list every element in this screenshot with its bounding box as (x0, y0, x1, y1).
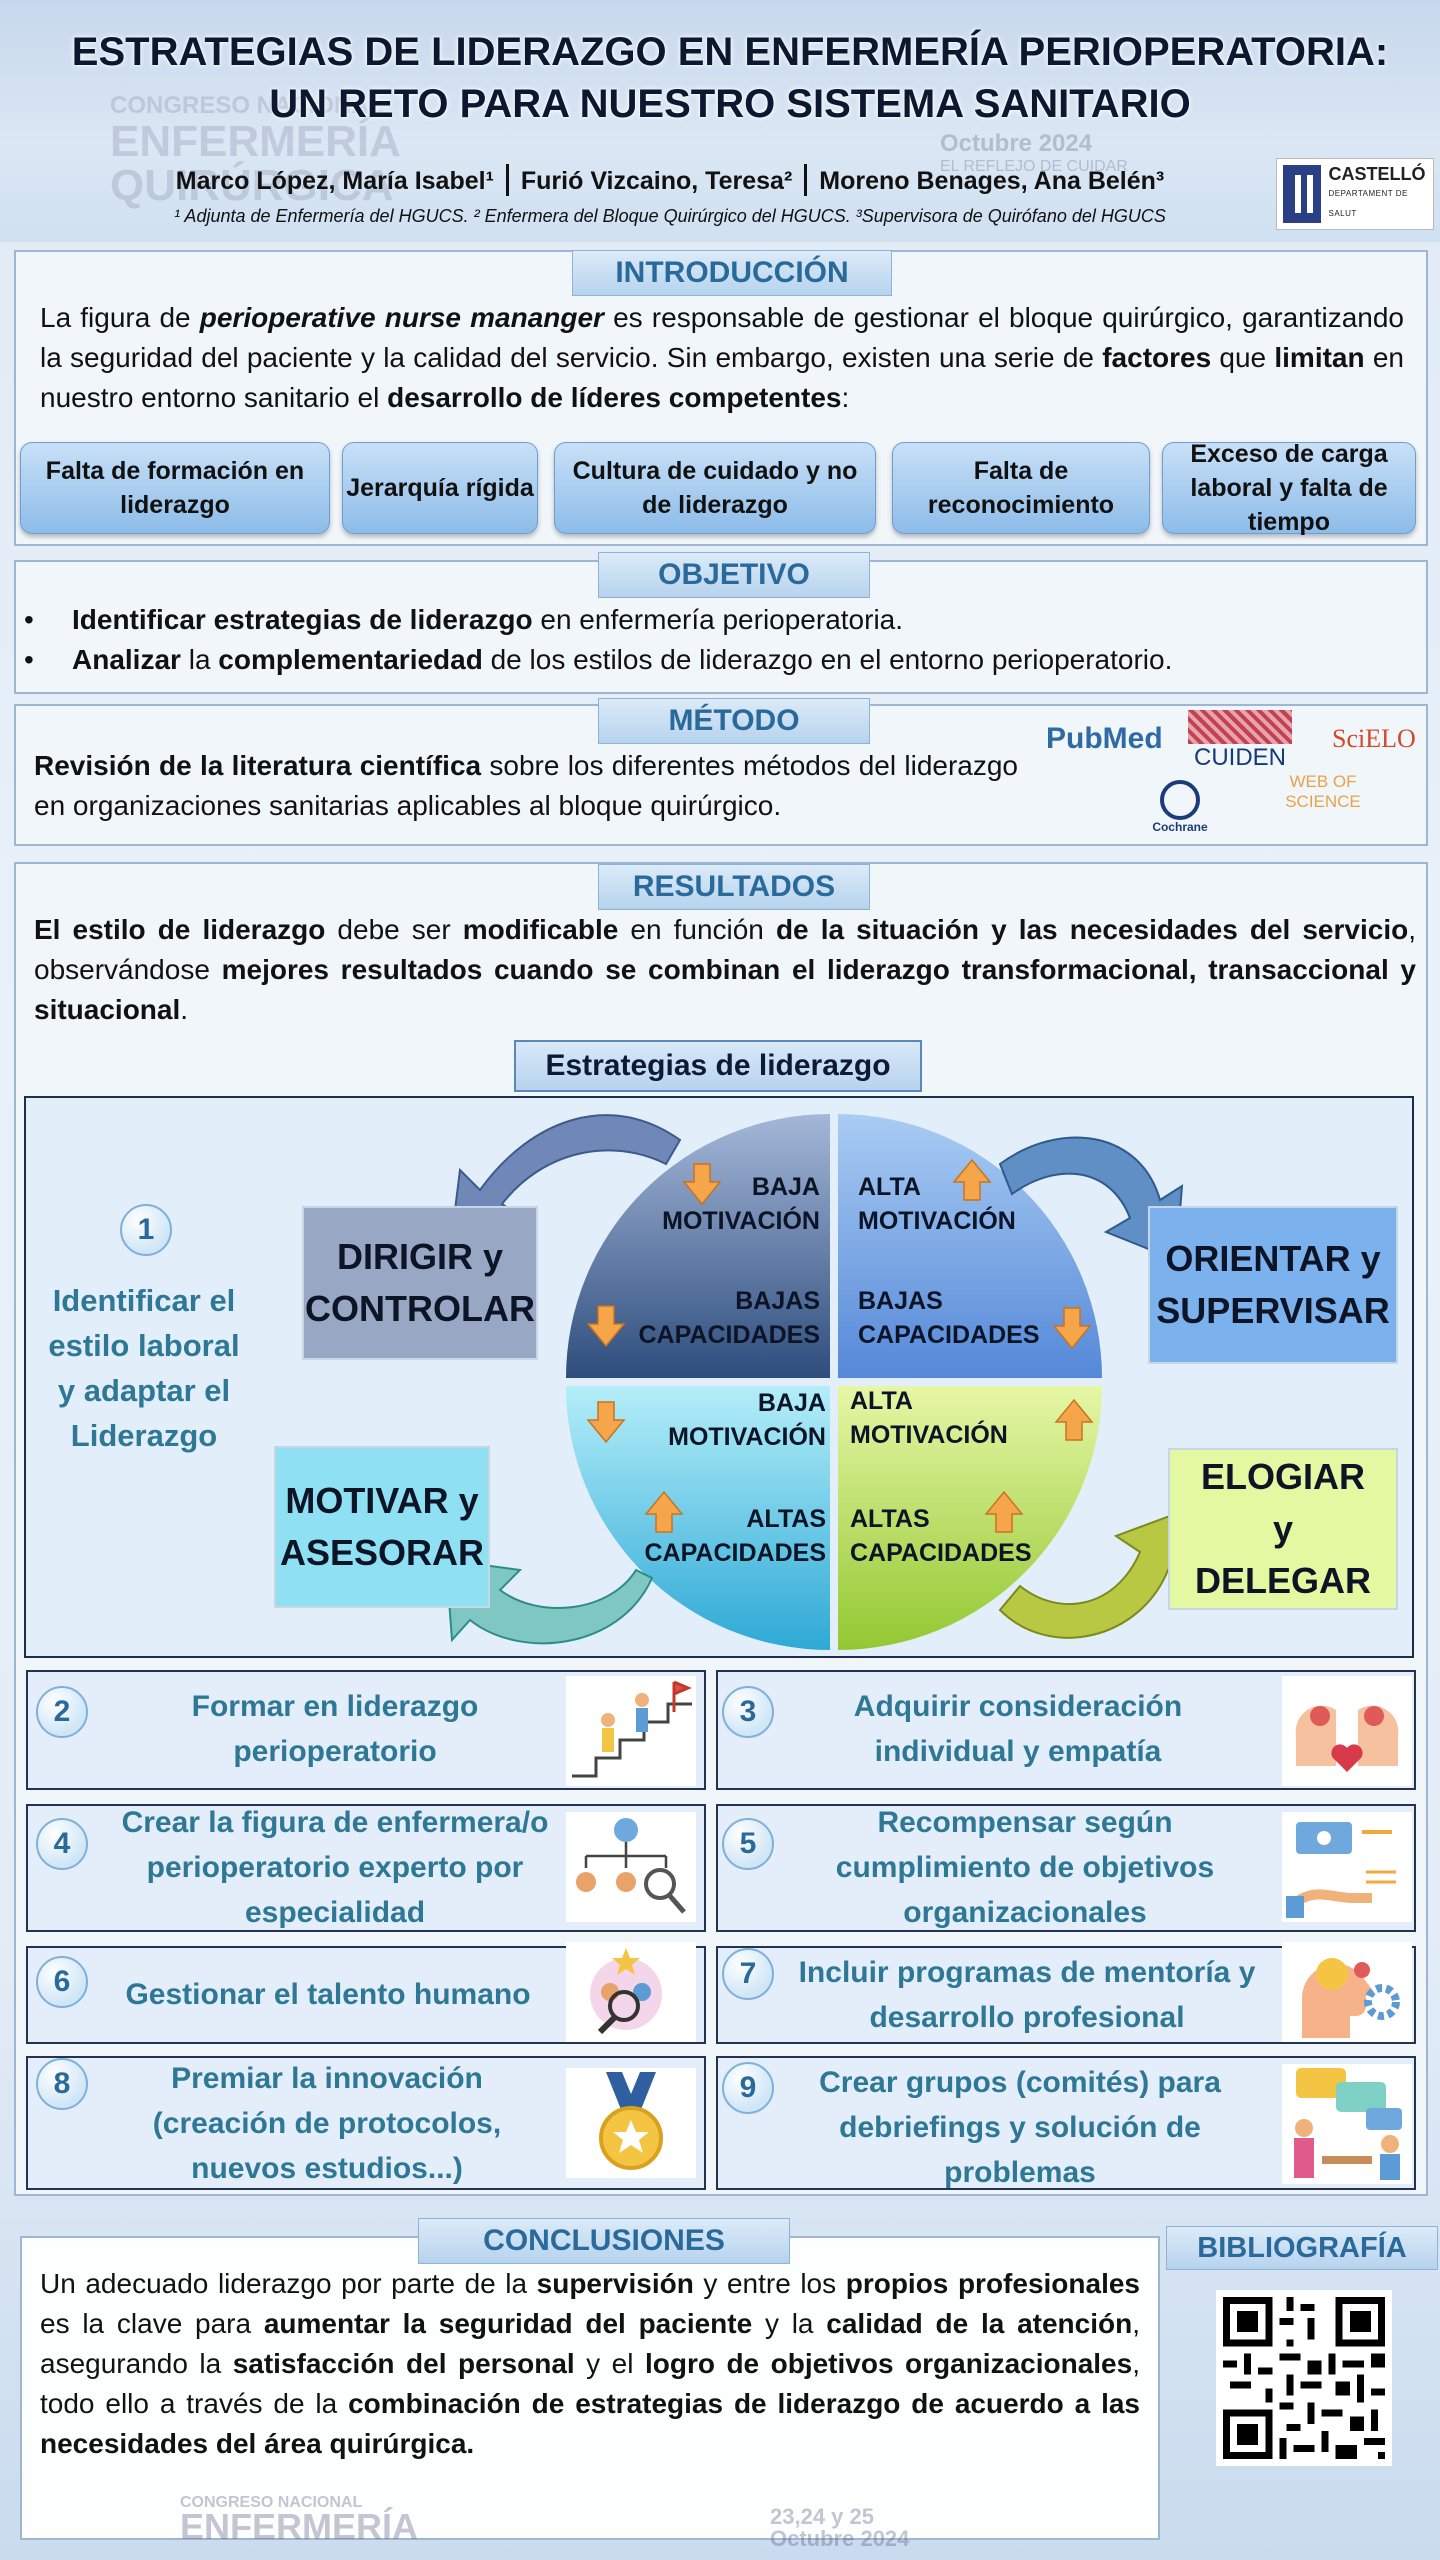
scielo-logo: SciELO (1332, 724, 1416, 753)
step-1-number: 1 (120, 1204, 172, 1256)
q-tl-bottom: BAJAS CAPACIDADES (638, 1287, 821, 1349)
cuiden-logo: CUIDEN (1188, 710, 1292, 772)
up-arrow-icon (952, 1158, 992, 1201)
reward-exchange-icon (1282, 1812, 1412, 1922)
action-orientar: ORIENTAR y SUPERVISAR (1148, 1206, 1398, 1364)
strategy-4-text: Crear la figura de enfermera/o periopera… (121, 1806, 549, 1929)
introduccion-heading: INTRODUCCIÓN (572, 250, 892, 296)
conclusiones-heading: CONCLUSIONES (418, 2218, 790, 2264)
objetivo-heading: OBJETIVO (598, 552, 870, 598)
medal-icon (566, 2068, 696, 2178)
congress-watermark: CONGRESO NACIONAL ENFERMERÍA QUIRÚRGICA (110, 92, 401, 210)
strategy-5-text: Recompensar según cumplimiento de objeti… (835, 1806, 1215, 1929)
factor-cultura: Cultura de cuidado y no de liderazgo (554, 442, 876, 534)
introduccion-text: La figura de perioperative nurse manange… (40, 302, 1405, 413)
talent-search-icon (566, 1942, 696, 2042)
quadrant-bottom-left (566, 1386, 830, 1650)
footer-date: 23,24 y 25 Octubre 2024 (770, 2504, 910, 2551)
wos-logo: WEB OF SCIENCE (1285, 772, 1361, 811)
resultados-text: El estilo de liderazgo debe ser modifica… (34, 914, 1416, 1025)
bibliografia-heading: BIBLIOGRAFÍA (1166, 2226, 1438, 2270)
strategy-2-number: 2 (36, 1686, 88, 1738)
affiliations: ¹ Adjunta de Enfermería del HGUCS. ² Enf… (174, 206, 1166, 226)
watermark-date: Octubre 2024 (940, 130, 1093, 157)
author-3: Moreno Benages, Ana Belén³ (819, 167, 1165, 195)
team-discussion-icon (1282, 2064, 1412, 2184)
step-1-text: Identificar el estilo laboral y adaptar … (48, 1283, 240, 1453)
cochrane-logo: Cochrane (1150, 780, 1210, 834)
q-tl-top: BAJA MOTIVACIÓN (662, 1173, 820, 1235)
strategy-7-text: Incluir programas de mentoría y desarrol… (798, 1956, 1256, 2034)
cuiden-pattern-icon (1188, 710, 1292, 744)
q-tr-bottom: BAJAS CAPACIDADES (858, 1287, 1040, 1349)
arrow-to-orientar-icon (998, 1136, 1184, 1262)
q-tr-top: ALTA MOTIVACIÓN (858, 1173, 1016, 1235)
factor-reconocimiento: Falta de reconocimiento (892, 442, 1150, 534)
action-motivar: MOTIVAR y ASESORAR (274, 1446, 490, 1608)
strategy-9-number: 9 (722, 2062, 774, 2114)
metodo-heading: MÉTODO (598, 698, 870, 744)
strategy-6-number: 6 (36, 1956, 88, 2008)
watermark-motto: EL REFLEJO DE CUIDAR (940, 158, 1128, 175)
resultados-heading: RESULTADOS (598, 864, 870, 910)
down-arrow-icon (682, 1163, 722, 1206)
down-arrow-icon (586, 1401, 626, 1444)
strategy-7-number: 7 (722, 1948, 774, 2000)
castello-logo-mark-icon (1283, 165, 1321, 223)
conclusiones-text: Un adecuado liderazgo por parte de la su… (40, 2268, 1141, 2459)
objetivo-item-2: Analizar la complementariedad de los est… (24, 640, 1404, 680)
quadrant-top-left (566, 1114, 830, 1378)
strategy-3-number: 3 (722, 1686, 774, 1738)
q-bl-top: BAJA MOTIVACIÓN (668, 1389, 826, 1451)
author-list: Marco López, María Isabel¹ Furió Vizcaino… (60, 164, 1280, 196)
empathy-heads-icon (1282, 1676, 1412, 1786)
strategies-title: Estrategias de liderazgo (514, 1040, 922, 1092)
factor-jerarquia: Jerarquía rígida (342, 442, 538, 534)
objetivo-item-1: Identificar estrategias de liderazgo en … (24, 600, 1404, 640)
up-arrow-icon (1054, 1398, 1094, 1441)
quadrant-top-right (838, 1114, 1102, 1378)
strategy-2-text: Formar en liderazgo perioperatorio (191, 1690, 479, 1768)
factor-falta-formacion: Falta de formación en liderazgo (20, 442, 330, 534)
org-chart-search-icon (566, 1812, 696, 1922)
down-arrow-icon (1052, 1307, 1092, 1350)
strategy-6-text: Gestionar el talento humano (125, 1978, 531, 2011)
mentor-brain-icon (1282, 1942, 1412, 2042)
action-dirigir: DIRIGIR y CONTROLAR (302, 1206, 538, 1360)
up-arrow-icon (644, 1490, 684, 1533)
author-1: Marco López, María Isabel¹ (175, 167, 494, 195)
metodo-text: Revisión de la literatura científica sob… (34, 750, 1019, 821)
strategy-9-text: Crear grupos (comités) para debriefings … (819, 2066, 1221, 2189)
stairs-climbing-icon (566, 1676, 696, 1786)
strategy-4-number: 4 (36, 1818, 88, 1870)
up-arrow-icon (984, 1490, 1024, 1533)
quadrant-circle (444, 1114, 1190, 1650)
cochrane-circle-icon (1160, 780, 1200, 820)
down-arrow-icon (586, 1305, 626, 1348)
q-br-bottom: ALTAS CAPACIDADES (850, 1505, 1032, 1567)
poster-header: CONGRESO NACIONAL ENFERMERÍA QUIRÚRGICA … (0, 0, 1440, 242)
strategy-3-text: Adquirir consideración individual y empa… (853, 1690, 1183, 1768)
factor-carga-laboral: Exceso de carga laboral y falta de tiemp… (1162, 440, 1416, 536)
q-br-top: ALTA MOTIVACIÓN (850, 1387, 1008, 1449)
poster-title: ESTRATEGIAS DE LIDERAZGO EN ENFERMERÍA P… (71, 30, 1389, 126)
action-elogiar: ELOGIAR y DELEGAR (1168, 1448, 1398, 1610)
author-2: Furió Vizcaino, Teresa² (520, 167, 793, 195)
objetivo-list: Identificar estrategias de liderazgo en … (24, 600, 1404, 680)
conclusiones-section (20, 2236, 1160, 2540)
pubmed-logo: PubMed (1046, 722, 1163, 755)
bibliography-qr-code[interactable] (1216, 2290, 1392, 2466)
strategy-8-text: Premiar la innovación (creación de proto… (152, 2062, 502, 2185)
q-bl-bottom: ALTAS CAPACIDADES (644, 1505, 827, 1567)
quadrant-bottom-right (838, 1386, 1102, 1650)
strategy-8-number: 8 (36, 2058, 88, 2110)
footer-watermark: CONGRESO NACIONAL ENFERMERÍA (180, 2494, 419, 2547)
strategy-5-number: 5 (722, 1818, 774, 1870)
